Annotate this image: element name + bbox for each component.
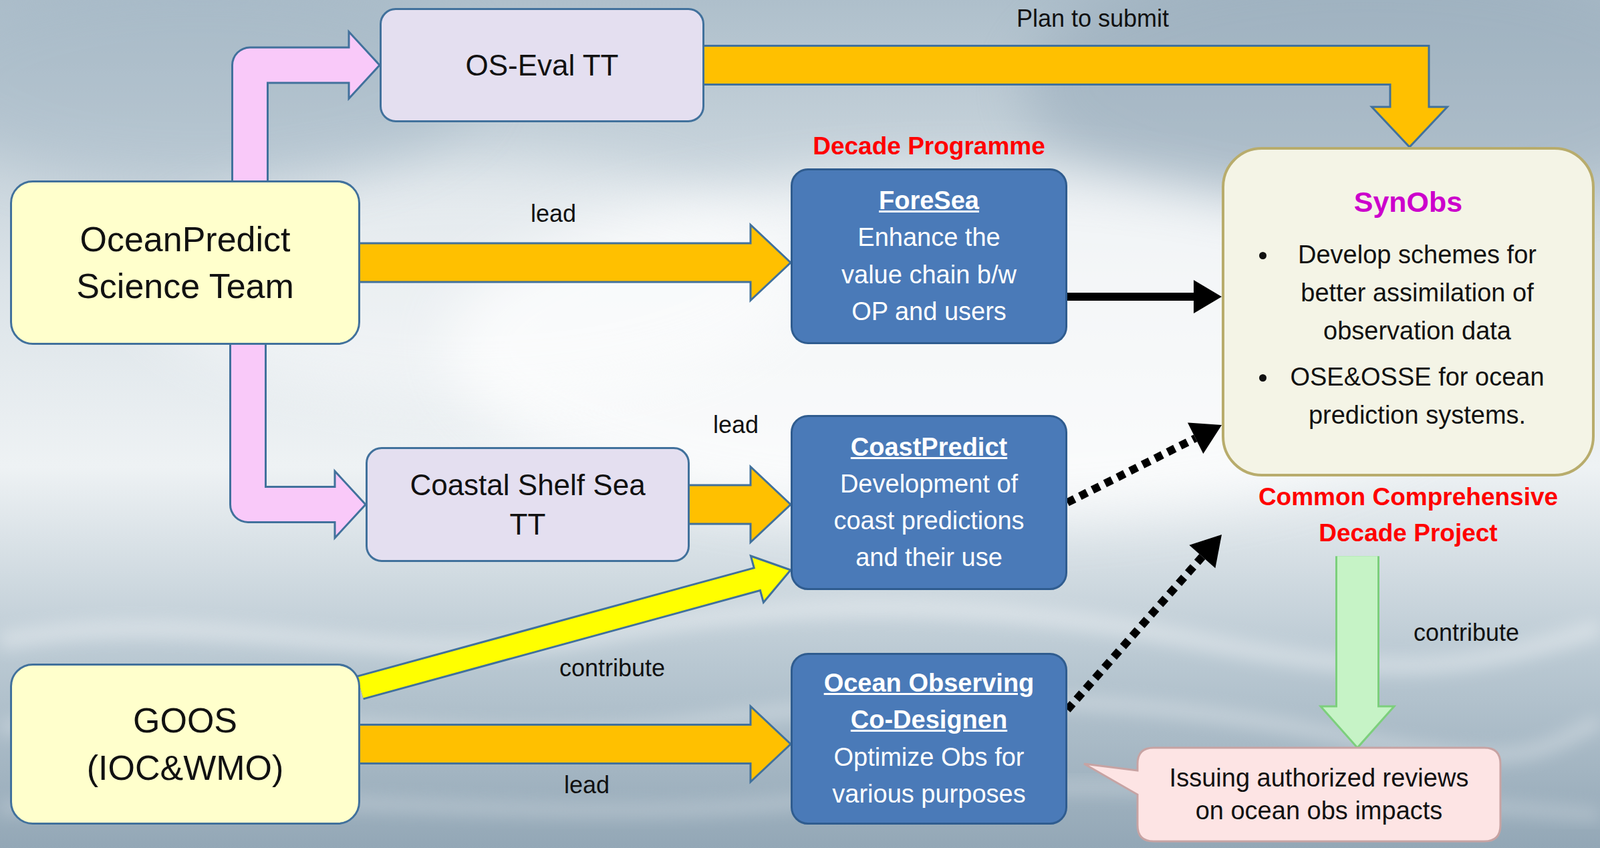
- arrow-shaft: [1067, 438, 1196, 503]
- arrow-head: [750, 467, 791, 543]
- arrow-shaft: [247, 344, 337, 505]
- arrow-shaft: [249, 65, 351, 182]
- block-arrow: [1320, 556, 1395, 748]
- box-text: OS-Eval TT: [465, 45, 619, 85]
- edge-label: lead: [564, 770, 610, 800]
- edge-label: contribute: [1413, 618, 1520, 647]
- bullet-item: Develop schemes for better assimilation …: [1259, 235, 1558, 351]
- arrow-head: [348, 32, 380, 99]
- arrow: [1067, 280, 1222, 314]
- arrow-shaft: [360, 725, 753, 763]
- arrow-shaft: [1337, 556, 1378, 709]
- arrow-shaft: [1067, 292, 1194, 301]
- edge-label: lead: [530, 199, 577, 228]
- box-text: Enhance the value chain b/w OP and users: [832, 219, 1026, 330]
- project-box: SynObsDevelop schemes for better assimil…: [1221, 147, 1595, 557]
- group-heading: Common Comprehensive Decade Project: [1234, 476, 1582, 551]
- box-heading: ForeSea: [878, 182, 980, 220]
- programme-box: Ocean Observing Co-DesignenOptimize Obs …: [790, 652, 1068, 825]
- organization-box: OceanPredict Science Team: [10, 180, 361, 345]
- arrow-head: [1372, 106, 1448, 148]
- organization-box: GOOS (IOC&WMO): [10, 663, 361, 825]
- block-arrow: [689, 467, 791, 543]
- arrow-head: [750, 225, 791, 301]
- box-heading: Ocean Observing Co-Designen: [806, 664, 1052, 739]
- block-arrow: [360, 706, 791, 782]
- edge-label: Plan to submit: [1016, 4, 1169, 33]
- block-arrow: [360, 556, 791, 688]
- arrow-shaft: [689, 486, 753, 524]
- box-text: OceanPredict Science Team: [38, 215, 333, 310]
- block-arrow: [360, 225, 791, 301]
- block-arrow: [247, 344, 366, 539]
- programme-box: CoastPredictDevelopment of coast predict…: [790, 415, 1068, 591]
- bullet-dot: [1259, 251, 1267, 260]
- arrow-shaft: [360, 244, 753, 282]
- arrow-shaft: [704, 65, 1410, 110]
- programme-box: Decade ProgrammeForeSeaEnhance the value…: [790, 168, 1068, 345]
- arrow-head: [334, 471, 366, 539]
- callout-bubble: Issuing authorized reviews on ocean obs …: [1137, 747, 1501, 842]
- callout-outline: [1137, 747, 1501, 842]
- dotted-arrow: [1067, 423, 1222, 503]
- box-text: GOOS (IOC&WMO): [78, 697, 293, 791]
- box-heading: SynObs: [1354, 185, 1463, 220]
- callout-shape: [1084, 747, 1501, 842]
- box-text: Issuing authorized reviews on ocean obs …: [1162, 761, 1477, 829]
- box-heading: CoastPredict: [850, 429, 1008, 466]
- arrow-shaft: [360, 578, 760, 688]
- arrow-head: [1187, 423, 1222, 454]
- edge-label: contribute: [559, 653, 665, 683]
- bullet-item: OSE&OSSE for ocean prediction systems.: [1259, 358, 1558, 435]
- bullet-dot: [1259, 374, 1267, 382]
- task-team-box: OS-Eval TT: [379, 8, 705, 123]
- box-text: Coastal Shelf Sea TT: [401, 465, 655, 545]
- group-heading: Decade Programme: [812, 130, 1046, 163]
- arrow-shaft: [1067, 556, 1203, 710]
- box-text: Optimize Obs for various purposes: [822, 739, 1036, 813]
- arrow-head: [1193, 280, 1222, 314]
- arrow-head: [750, 706, 791, 782]
- box-text: Development of coast predictions and the…: [822, 465, 1036, 577]
- arrow-head: [1320, 706, 1395, 748]
- bullet-text: Develop schemes for better assimilation …: [1277, 235, 1558, 351]
- edge-label: lead: [713, 410, 759, 440]
- task-team-box: Coastal Shelf Sea TT: [365, 447, 690, 563]
- project-frame: SynObsDevelop schemes for better assimil…: [1221, 147, 1595, 477]
- block-arrow: [249, 32, 380, 182]
- arrow-head: [1188, 534, 1222, 569]
- dotted-arrow: [1067, 534, 1222, 710]
- bullet-text: OSE&OSSE for ocean prediction systems.: [1277, 358, 1558, 435]
